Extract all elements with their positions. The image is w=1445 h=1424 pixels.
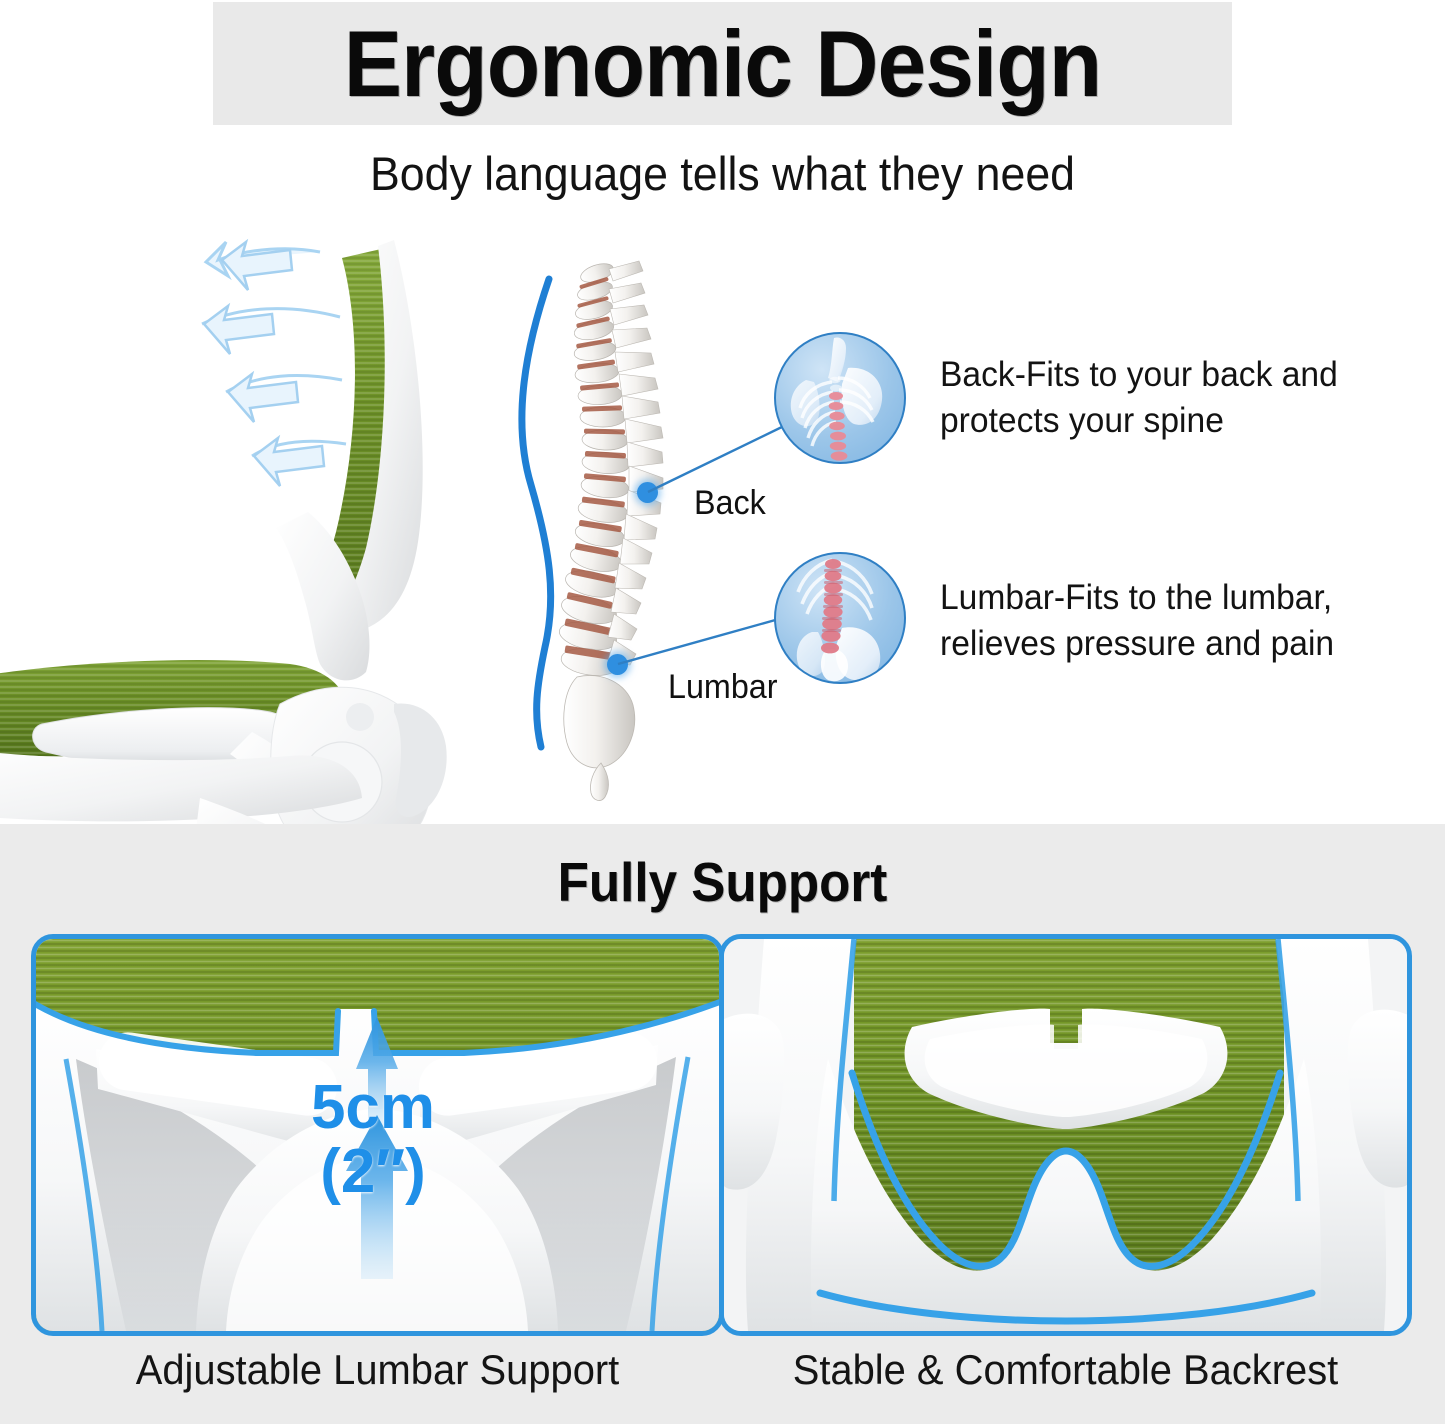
panel-caption-lumbar: Adjustable Lumbar Support (135, 1346, 620, 1393)
chair-back-frame (330, 240, 423, 633)
spine-marker-dot-lumbar (607, 654, 628, 675)
fully-support-section: Fully Support (0, 824, 1445, 1424)
measure-value: 5cm (310, 1073, 436, 1142)
panel-caption-backrest: Stable & Comfortable Backrest (792, 1346, 1339, 1393)
airflow-arrows (201, 240, 347, 458)
chair-side-view-illustration (0, 212, 510, 827)
spine-lumbar-xray-icon (774, 552, 906, 684)
callout-text-back: Back-Fits to your back and protects your… (940, 355, 1338, 440)
posture-curve-line (518, 275, 555, 751)
chair-svg (0, 238, 447, 827)
chair-seat-strut (196, 798, 272, 827)
page-title: Ergonomic Design (343, 10, 1102, 116)
spine-marker-dot-back (637, 482, 658, 503)
lumbar-adjust-arrows (346, 1017, 408, 1279)
measure-unit: (2″) (320, 1137, 426, 1206)
lumbar-support-photo (36, 939, 719, 1331)
spine-label-back: Back (694, 484, 766, 522)
chair-back-bracket (394, 703, 447, 818)
chair-back-lower-frame (276, 512, 370, 681)
backrest-photo (724, 939, 1407, 1331)
chair-adjust-button (346, 703, 374, 731)
feature-panel-backrest (719, 934, 1412, 1336)
sacrum (563, 675, 636, 769)
spine-thoracic-xray-icon (774, 332, 906, 464)
spine-svg (518, 260, 664, 801)
coccyx (590, 762, 609, 801)
spine-illustration (505, 235, 765, 805)
lumbar-adjust-measurement: 5cm (2″) (253, 1076, 493, 1204)
section-title: Fully Support (557, 851, 888, 913)
page-subtitle: Body language tells what they need (370, 147, 1075, 200)
spine-label-lumbar: Lumbar (668, 668, 778, 706)
feature-panel-lumbar-support (31, 934, 724, 1336)
vertebrae-stack (559, 260, 664, 676)
chair-seat-frame (0, 753, 362, 822)
callout-text-lumbar: Lumbar-Fits to the lumbar, relieves pres… (940, 578, 1335, 663)
airflow-arrow-heads (202, 238, 326, 487)
title-band (213, 2, 1232, 125)
ergonomic-design-section: Ergonomic Design Body language tells wha… (0, 2, 1338, 827)
